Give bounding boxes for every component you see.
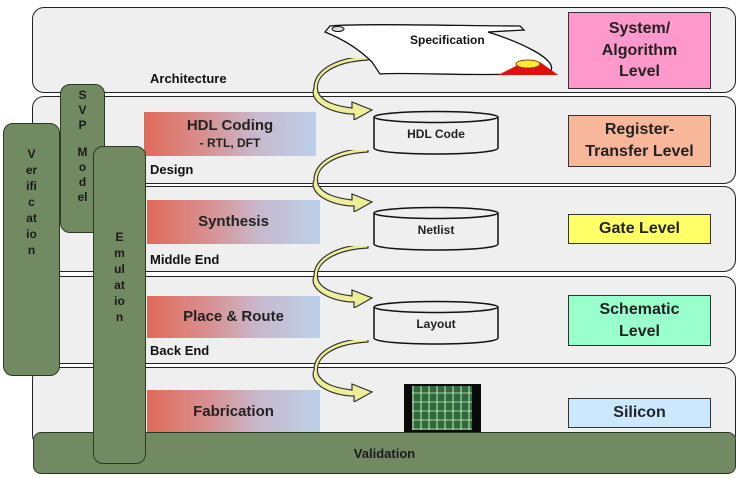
chip-icon [412,386,472,430]
process-title: Fabrication [193,402,274,420]
database-icon [373,110,499,155]
artifact-label: Layout [416,317,456,331]
artifact-netlist: Netlist [373,206,499,252]
artifact-hdl-code: HDL Code [373,110,499,156]
process-title: Place & Route [183,307,284,325]
process-place-route: Place & Route [147,296,320,338]
stage-label-middle-end: Middle End [150,252,220,267]
artifact-specification: Specification [410,33,485,47]
stage-label-back-end: Back End [150,343,210,358]
process-hdl-coding: HDL Coding - RTL, DFT [144,112,316,156]
artifact-label: HDL Code [407,127,465,141]
process-title: Synthesis [198,212,269,230]
emulation-label: Emulation [114,230,125,324]
flow-arrow-icon [312,340,374,402]
stage-label-design: Design [150,162,194,177]
validation-label: Validation [353,445,416,461]
process-title: HDL Coding [186,117,274,135]
level-schematic: Schematic Level [568,295,711,346]
silicon-die-image [404,384,481,432]
emulation-bar: Emulation [93,146,146,464]
artifact-layout: Layout [373,300,499,346]
flow-arrow-icon [312,246,374,308]
artifact-label: Netlist [417,223,455,237]
validation-bar: Validation [33,432,736,474]
database-icon [373,300,499,345]
level-register-transfer: Register- Transfer Level [568,115,711,167]
level-system-algorithm: System/ Algorithm Level [568,12,711,89]
specification-scroll-icon [323,24,558,76]
process-synthesis: Synthesis [147,200,320,244]
process-subtitle: - RTL, DFT [199,135,261,150]
stage-label-architecture: Architecture [150,71,227,86]
database-icon [373,206,499,251]
verification-label: Verification [25,147,38,257]
flow-arrow-icon [312,150,374,212]
verification-bar: Verification [3,123,60,376]
level-silicon: Silicon [568,398,711,428]
flow-arrow-icon [312,58,374,120]
process-fabrication: Fabrication [147,390,320,434]
level-gate: Gate Level [568,214,711,244]
